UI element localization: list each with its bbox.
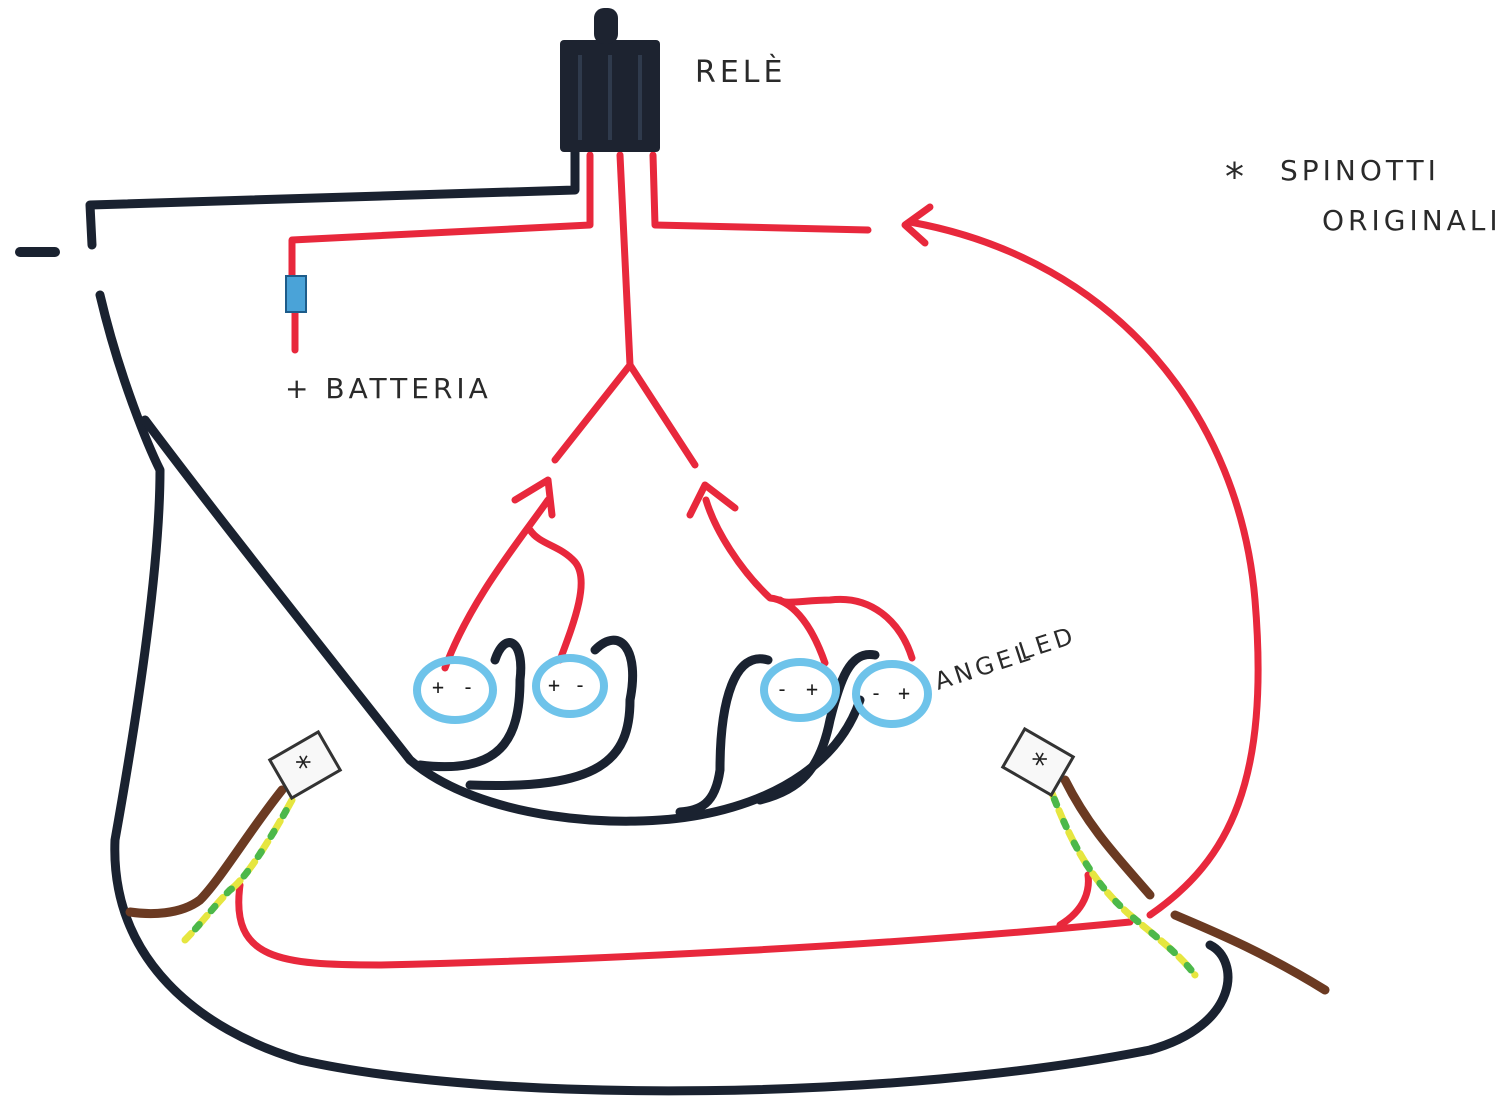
relay-led-branch-right <box>626 361 699 469</box>
legend-label: ORIGINALI <box>1322 204 1502 237</box>
arrow-left-icon <box>511 476 556 519</box>
led-polarity-left: + <box>432 675 444 699</box>
ground-wires <box>85 145 1233 1096</box>
outer-ground-loop <box>95 290 1233 1096</box>
right-brown-tail <box>1170 910 1330 995</box>
positive-wires <box>235 151 1262 969</box>
led1-ground <box>415 638 526 772</box>
angel-led: - + <box>760 658 840 722</box>
relay-battery-wire <box>288 151 594 282</box>
battery-fuse <box>285 275 307 313</box>
angel-led: - + <box>852 660 932 728</box>
led2-positive <box>526 526 585 664</box>
angel-leds: + - + - - + - + <box>413 654 932 728</box>
bottom-positive-riser <box>1056 871 1092 929</box>
relay <box>560 8 660 152</box>
left-connector-leads <box>125 785 296 944</box>
led3-ground <box>675 654 773 817</box>
right-yellow-green-stripe <box>1046 784 1199 979</box>
right-brown-wire <box>1060 775 1155 900</box>
led3-positive <box>702 496 829 667</box>
led-polarity-left: + <box>548 673 560 697</box>
led4-positive <box>776 595 916 662</box>
relay-trigger-wire <box>649 151 872 234</box>
right-connector-leads <box>1046 775 1330 995</box>
battery-label: + BATTERIA <box>285 372 492 405</box>
trigger-return-wire <box>906 218 1262 919</box>
relay-ground-wire <box>85 145 580 250</box>
left-brown-wire <box>125 785 287 919</box>
inner-ground-loop <box>140 415 865 826</box>
angel-led: + - <box>413 656 497 724</box>
led-polarity-left: - <box>870 681 882 705</box>
legend-label: SPINOTTI <box>1280 154 1440 187</box>
bottom-positive-wire <box>235 881 1134 969</box>
angel-led-label: LED <box>1015 621 1080 666</box>
led2-ground <box>465 635 638 791</box>
original-connector-left: * <box>267 729 343 801</box>
led1-positive <box>441 496 552 672</box>
relay-knob <box>594 8 618 44</box>
arrows <box>511 203 934 519</box>
original-connector-right: * <box>1000 726 1076 798</box>
led-polarity-right: - <box>462 675 474 699</box>
relay-label: RELÈ <box>695 54 786 90</box>
left-yellow-green-stripe <box>181 796 296 944</box>
led-polarity-right: - <box>574 673 586 697</box>
led-polarity-right: + <box>806 677 818 701</box>
arrow-right-icon <box>686 481 739 519</box>
arrow-trigger-icon <box>901 203 934 247</box>
led-polarity-left: - <box>776 677 788 701</box>
legend-symbol: * <box>1225 155 1248 199</box>
led-polarity-right: + <box>898 681 910 705</box>
led4-ground <box>755 650 880 805</box>
angel-led: + - <box>532 654 608 718</box>
